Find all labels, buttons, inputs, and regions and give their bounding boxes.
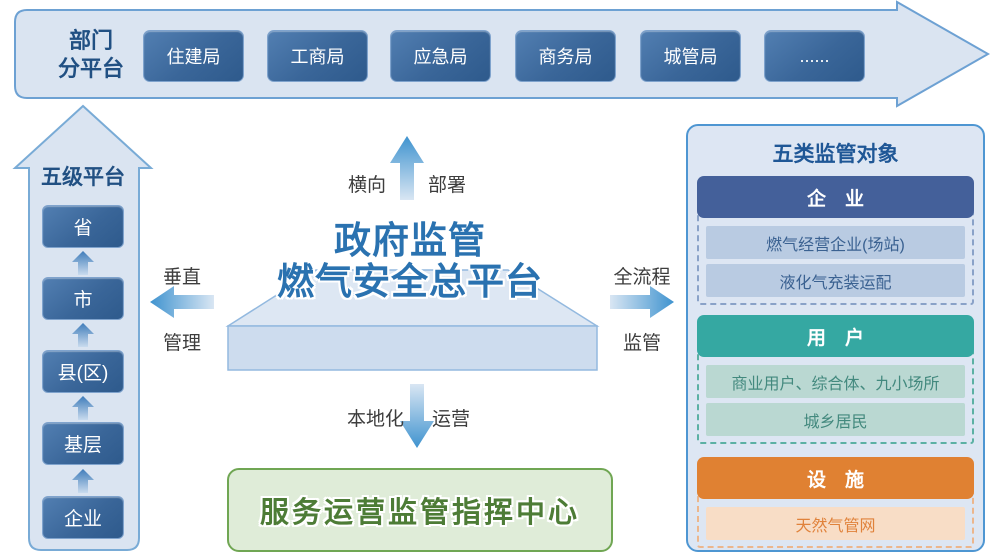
dept-banner-label-line1: 部门 [68,28,113,53]
dept-box-housing: 住建局 [143,30,244,82]
supervision-panel-title: 五类监管对象 [772,143,899,166]
group-header-user: 用 户 [697,315,974,357]
dept-banner-label: 部门 分平台 [36,27,146,83]
group-item: 液化气充装运配 [706,264,965,297]
group-item: 天然气管网 [706,507,965,540]
group-item: 燃气经营企业(场站) [706,226,965,259]
vertical-mgmt-left-arrow-icon [150,286,214,318]
platform-title-line2: 燃气安全总平台 [277,261,543,302]
platform-title-line1: 政府监管 [334,220,486,261]
group-items-enterprise: 燃气经营企业(场站) 液化气充装运配 [697,210,974,305]
command-center-label: 服务运营监管指挥中心 [259,497,580,529]
supervision-group-enterprise: 企 业 燃气经营企业(场站) 液化气充装运配 [697,176,974,305]
group-header-enterprise: 企 业 [697,176,974,218]
level-box-county: 县(区) [42,350,124,393]
supervision-group-facility: 设 施 天然气管网 [697,457,974,548]
top-arrow-label-right: 部署 [428,175,467,196]
left-arrow-label-bottom: 管理 [162,333,201,354]
platform-title: 政府监管 燃气安全总平台 [210,220,610,302]
full-process-right-arrow-icon [610,286,674,318]
top-arrow-label-left: 横向 [347,175,386,196]
group-header-facility: 设 施 [697,457,974,499]
dept-box-commerce: 商务局 [515,30,616,82]
group-item: 商业用户、综合体、九小场所 [706,365,965,398]
dept-box-industry-commerce: 工商局 [267,30,368,82]
dept-box-urban-mgmt: 城管局 [640,30,741,82]
level-up-arrow-icon [72,251,94,275]
level-box-city: 市 [42,277,124,320]
dept-banner-label-line2: 分平台 [57,56,124,81]
right-arrow-label-bottom: 监管 [622,333,661,354]
dept-box-more: ...... [764,30,865,82]
right-arrow-label-top: 全流程 [613,267,671,288]
level-box-province: 省 [42,205,124,248]
group-item: 城乡居民 [706,403,965,436]
command-center-box: 服务运营监管指挥中心 [227,468,613,552]
bottom-arrow-label-right: 运营 [432,409,471,430]
localization-down-arrow-icon [400,384,434,448]
left-arrow-label-top: 垂直 [162,267,201,288]
level-up-arrow-icon [72,469,94,493]
platform-3d-base [225,269,600,371]
level-up-arrow-icon [72,396,94,420]
level-box-enterprise: 企业 [42,496,124,539]
level-box-grassroots: 基层 [42,422,124,465]
dept-banner-arrow-shape [14,0,991,108]
level-up-arrow-icon [72,323,94,347]
horizontal-deploy-up-arrow-icon [390,136,424,200]
dept-box-emergency: 应急局 [390,30,491,82]
supervision-group-user: 用 户 商业用户、综合体、九小场所 城乡居民 [697,315,974,444]
group-items-facility: 天然气管网 [697,491,974,548]
group-items-user: 商业用户、综合体、九小场所 城乡居民 [697,349,974,444]
five-level-title: 五级平台 [41,166,125,189]
supervision-panel: 五类监管对象 企 业 燃气经营企业(场站) 液化气充装运配 用 户 商业用户、综… [686,124,985,552]
bottom-arrow-label-left: 本地化 [346,409,404,430]
